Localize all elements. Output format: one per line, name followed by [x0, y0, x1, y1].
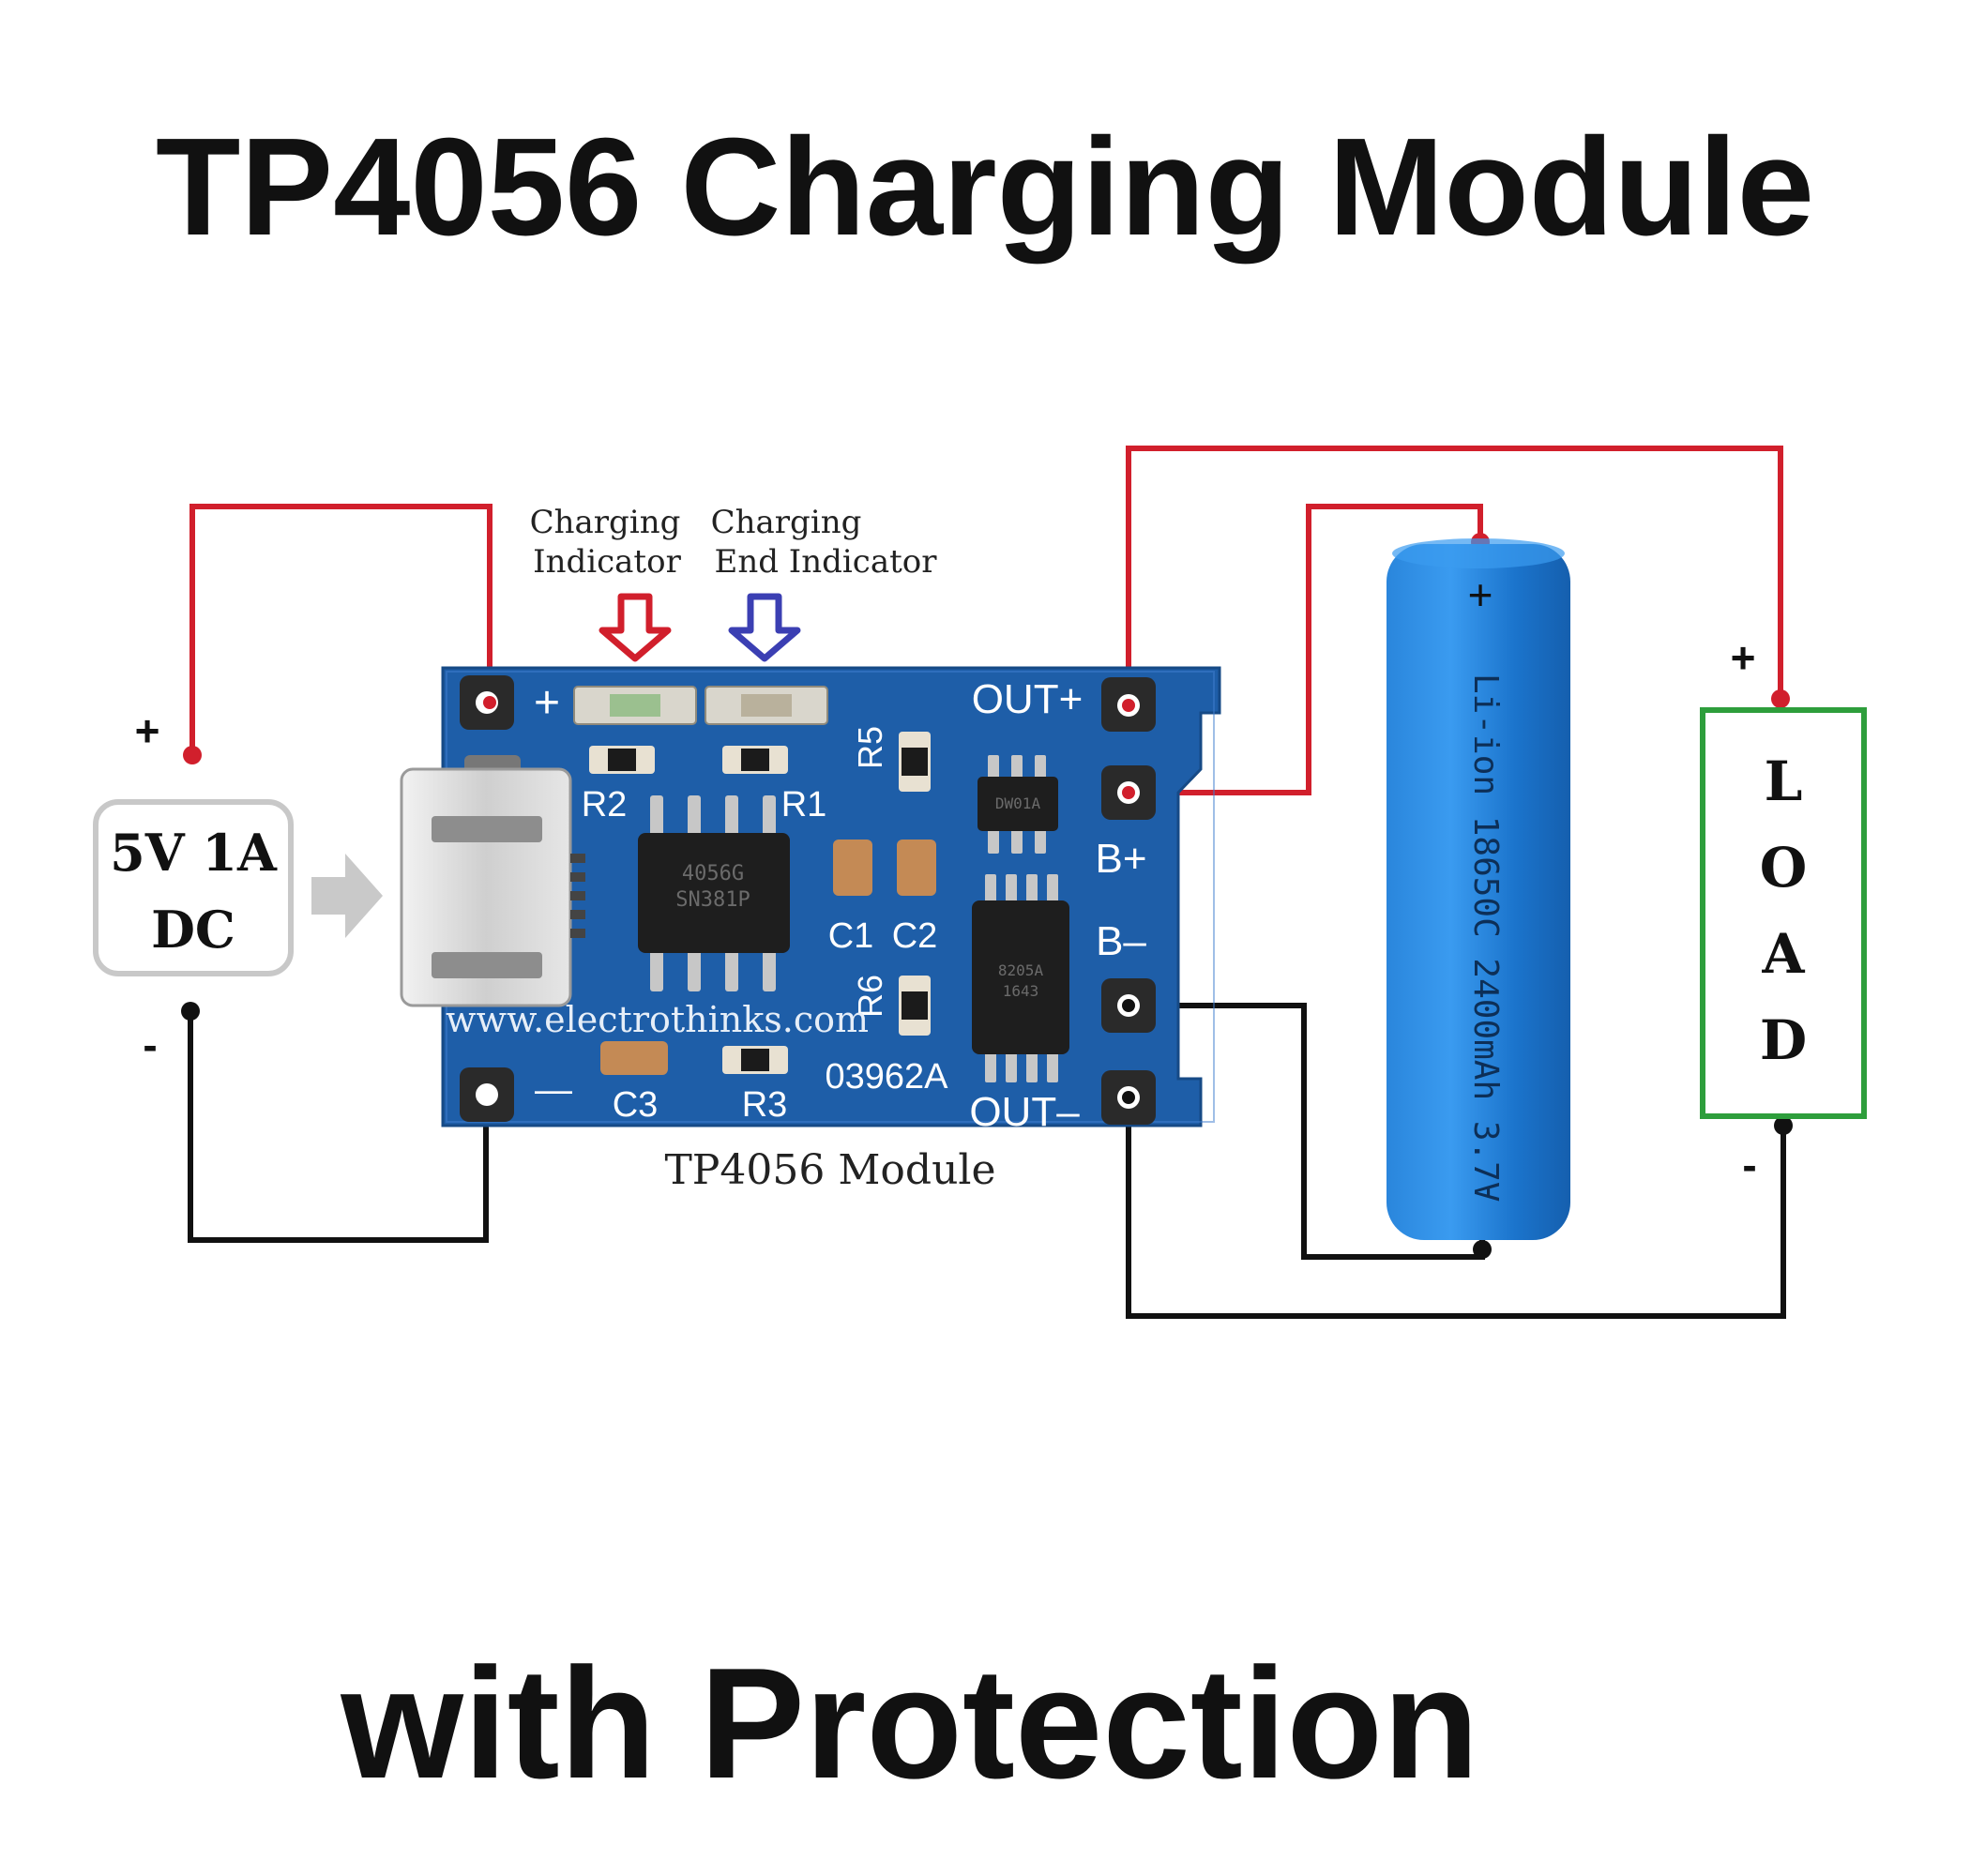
pcb-pads [460, 675, 1156, 1125]
load-box [1700, 707, 1867, 1119]
wire-endpoints-negative [181, 1002, 1793, 1259]
pcb-label-r6: R6 [851, 975, 889, 1018]
wire-out-plus-to-load-plus [1126, 446, 1783, 705]
micro-usb-connector [400, 755, 585, 1007]
ic1-marking-line-2: SN381P [675, 888, 750, 912]
pcb-label-r5: R5 [851, 726, 889, 769]
charging-end-indicator-label-line-1: Charging [711, 504, 862, 541]
pcb-label-r2: R2 [582, 785, 628, 825]
load-letter-a: A [1761, 922, 1805, 986]
wire-out-minus-to-load-minus [1126, 1097, 1786, 1319]
load-letter-l: L [1765, 749, 1803, 813]
module-caption: TP4056 Module [664, 1146, 995, 1194]
load-plus-sign: + [1731, 633, 1756, 682]
source-label-line-2: DC [151, 900, 235, 960]
battery-plus-sign: + [1468, 570, 1493, 619]
indicator-labels: Charging Indicator Charging End Indicato… [530, 504, 938, 662]
wire-source-to-module-plus [189, 504, 492, 755]
pad-in-plus-dot [483, 696, 496, 709]
battery-minus-sign: - [1470, 1185, 1511, 1197]
smd-capacitors [600, 840, 936, 1075]
battery-body [1387, 544, 1570, 1240]
charging-indicator-arrow-down-icon [599, 593, 672, 662]
pcb-label-c1: C1 [828, 916, 874, 956]
pcb-label-code: 03962A [825, 1057, 948, 1097]
tp4056-module: 4056G SN381P DW01A [400, 666, 1221, 1194]
source-label-line-1: 5V 1A [110, 823, 278, 883]
tp4056-ic: 4056G SN381P [638, 795, 790, 991]
load: L O A D + - [1700, 633, 1867, 1189]
pcb-silkscreen: + — OUT+ B+ B– OUT– R2 R1 R5 R6 C1 C2 C3… [446, 676, 1147, 1135]
pcb-label-plus: + [534, 678, 560, 728]
source-box [93, 799, 294, 976]
pcb-label-r3: R3 [742, 1085, 788, 1125]
battery: + Li-ion 18650C 2400mAh 3.7V - [1387, 538, 1570, 1240]
pcb-label-out-plus: OUT+ [972, 676, 1084, 722]
source-plus-sign: + [135, 706, 160, 755]
wire-b-plus-to-battery-plus [1129, 504, 1483, 795]
title-line-1: TP4056 Charging Module [156, 110, 1814, 265]
ic1-marking-line-1: 4056G [682, 862, 744, 885]
pcb-label-out-minus: OUT– [969, 1089, 1080, 1135]
source-minus-sign: - [143, 1021, 157, 1069]
pcb-label-minus: — [535, 1069, 572, 1111]
pcb-label-b-plus: B+ [1095, 836, 1146, 882]
mosfet-ic: 8205A 1643 [972, 874, 1069, 1082]
positive-wires [189, 446, 1783, 795]
power-source: 5V 1A DC + - [93, 706, 383, 1069]
pcb-label-c2: C2 [892, 916, 938, 956]
charging-end-indicator-label-line-2: End Indicator [715, 543, 938, 581]
ic3-marking-line-1: 8205A [998, 961, 1044, 979]
title-line-2: with Protection [340, 1635, 1478, 1811]
pcb-label-website: www.electrothinks.com [446, 999, 869, 1040]
pcb-label-c3: C3 [613, 1085, 659, 1125]
pcb-label-b-minus: B– [1096, 918, 1146, 964]
ic3-marking-line-2: 1643 [1003, 982, 1039, 1000]
load-letter-d: D [1760, 1008, 1807, 1072]
battery-label: Li-ion 18650C 2400mAh 3.7V [1466, 673, 1505, 1203]
dw01a-ic: DW01A [977, 755, 1058, 854]
charging-indicator-label-line-2: Indicator [533, 543, 681, 581]
wire-source-to-module-minus [188, 1011, 489, 1243]
load-minus-sign: - [1742, 1141, 1756, 1189]
load-letter-o: O [1760, 836, 1808, 900]
arrow-right-icon [311, 854, 383, 938]
smd-resistors [589, 732, 931, 1074]
ic2-marking: DW01A [995, 794, 1041, 812]
charging-indicator-label-line-1: Charging [530, 504, 681, 541]
pcb-label-r1: R1 [781, 785, 827, 825]
led-strip [573, 686, 828, 725]
charging-end-indicator-arrow-down-icon [728, 593, 801, 662]
